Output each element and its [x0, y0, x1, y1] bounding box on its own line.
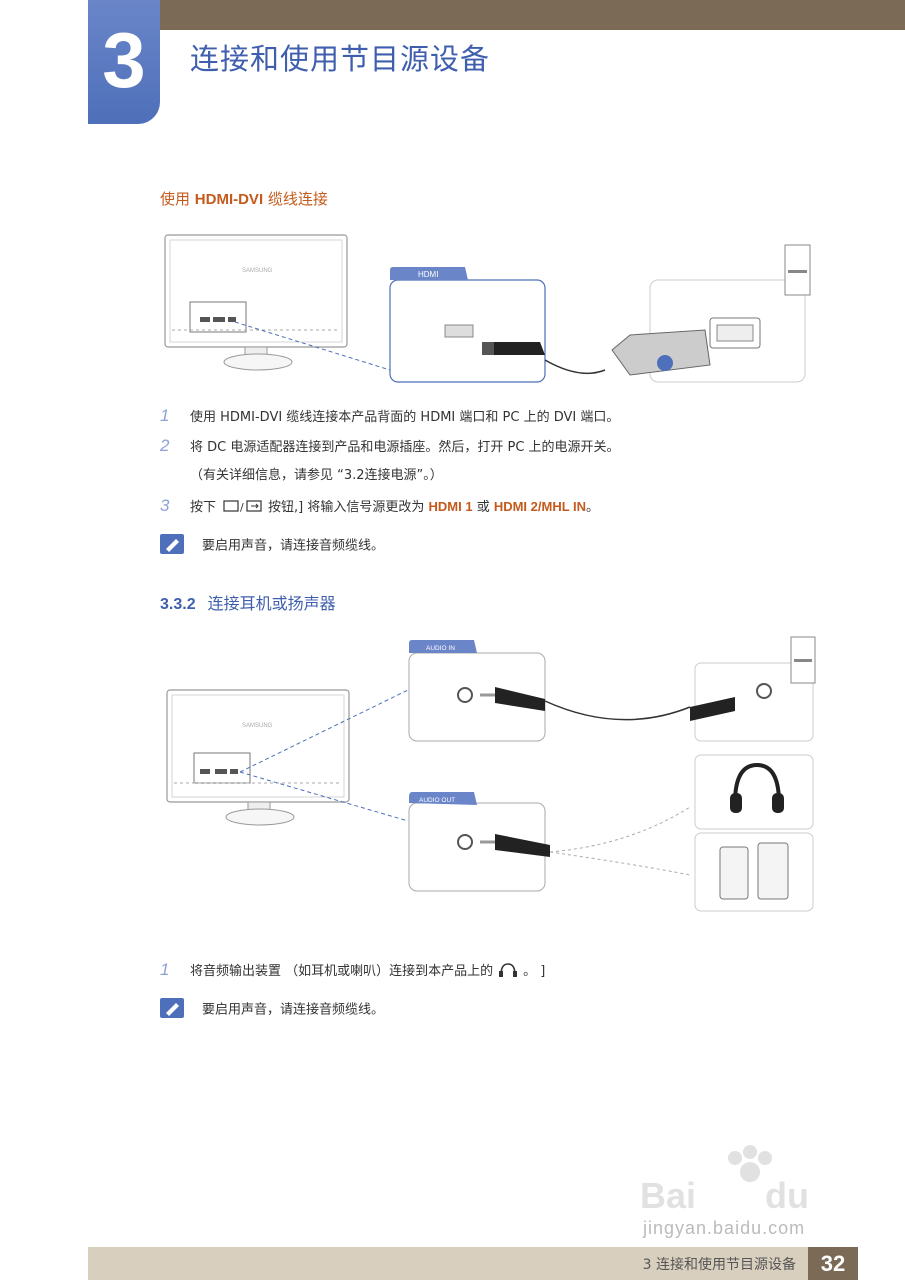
step-number: 2 — [160, 436, 170, 455]
audio-out-box: AUDIO OUT — [408, 792, 550, 892]
step-3: 3 按下 / 按钮,] 将输入信号源更改为 HDMI 1 或 HDMI 2/MHL I… — [160, 496, 599, 517]
step-2-detail: （有关详细信息，请参见 “3.2连接电源”。） — [190, 468, 443, 483]
step-number: 1 — [160, 406, 170, 425]
audio-connection-diagram: SAMSUNG AUDIO IN AUDIO OUT — [166, 636, 816, 912]
step-text: 使用 HDMI-DVI 缆线连接本产品背面的 HDMI 端口和 PC 上的 DV… — [190, 410, 620, 425]
svg-text:du: du — [765, 1175, 809, 1216]
subhead-bold: HDMI-DVI — [194, 191, 264, 208]
speakers-icon — [694, 832, 814, 912]
section-number: 3.3.2 — [160, 596, 196, 613]
step-mid: 按钮,] 将输入信号源更改为 — [268, 500, 429, 515]
step-text: 将 DC 电源适配器连接到产品和电源插座。然后，打开 PC 上的电源开关。 — [190, 440, 620, 455]
hdmi-dvi-connection-diagram: SAMSUNG HDMI — [164, 234, 811, 383]
step-or: 或 — [472, 500, 494, 515]
note-text: 要启用声音，请连接音频缆线。 — [202, 538, 385, 554]
audio-step-1: 1 将音频输出装置 （如耳机或喇叭）连接到本产品上的 。 ] — [160, 960, 545, 982]
chapter-number: 3 — [88, 0, 160, 124]
footer-label: 3 连接和使用节目源设备 — [642, 1257, 796, 1273]
source-button-icon: / — [220, 499, 264, 517]
hdmi-port-box: HDMI — [389, 267, 546, 383]
step-post: 。 ] — [523, 964, 546, 979]
page-number: 32 — [808, 1247, 858, 1280]
svg-text:Bai: Bai — [640, 1175, 696, 1216]
monitor-back-illustration: SAMSUNG — [164, 234, 348, 371]
pc-audio-box — [690, 662, 814, 742]
watermark-text: jingyan.baidu.com — [643, 1218, 806, 1238]
footer-bar: 3 连接和使用节目源设备 — [88, 1247, 808, 1280]
highlight-hdmi1: HDMI 1 — [428, 499, 473, 514]
step-pre: 将音频输出装置 （如耳机或喇叭）连接到本产品上的 — [190, 964, 494, 979]
pc-tower-icon-2 — [790, 636, 816, 684]
audio-in-tab-label: AUDIO IN — [426, 645, 455, 652]
baidu-watermark-logo: Bai du — [640, 1145, 809, 1216]
svg-text:SAMSUNG: SAMSUNG — [242, 723, 273, 729]
headphones-icon — [694, 754, 814, 830]
subhead-hdmi-dvi: 使用 HDMI-DVI 缆线连接 — [160, 188, 328, 209]
pc-dvi-port-box — [611, 279, 806, 383]
highlight-hdmi2: HDMI 2/MHL IN — [493, 499, 587, 514]
step-2: 2 将 DC 电源适配器连接到产品和电源插座。然后，打开 PC 上的电源开关。 — [160, 436, 620, 456]
note-pencil-icon — [160, 998, 184, 1022]
top-bar — [160, 0, 905, 30]
chapter-title: 连接和使用节目源设备 — [190, 42, 491, 76]
note-sound-1: 要启用声音，请连接音频缆线。 — [160, 534, 384, 558]
monitor-back-illustration-2: SAMSUNG — [166, 689, 350, 826]
svg-text:/: / — [240, 501, 244, 513]
pc-tower-icon — [784, 244, 811, 296]
headphone-jack-icon — [497, 962, 519, 982]
audio-in-box: AUDIO IN — [408, 640, 546, 742]
subhead-prefix: 使用 — [160, 190, 195, 208]
subhead-suffix: 缆线连接 — [263, 190, 328, 208]
step-end: 。 — [586, 500, 600, 515]
section-name: 连接耳机或扬声器 — [207, 594, 336, 613]
svg-text:SAMSUNG: SAMSUNG — [242, 268, 273, 274]
step-number: 1 — [160, 960, 170, 979]
step-number: 3 — [160, 496, 170, 515]
note-sound-2: 要启用声音，请连接音频缆线。 — [160, 998, 384, 1022]
step-1: 1 使用 HDMI-DVI 缆线连接本产品背面的 HDMI 端口和 PC 上的 D… — [160, 406, 619, 426]
note-pencil-icon — [160, 534, 184, 558]
audio-out-tab-label: AUDIO OUT — [419, 797, 455, 804]
step-pre: 按下 — [190, 500, 217, 515]
section-title: 3.3.2 连接耳机或扬声器 — [160, 590, 336, 614]
hdmi-tab-label: HDMI — [418, 270, 438, 279]
note-text: 要启用声音，请连接音频缆线。 — [202, 1002, 385, 1018]
